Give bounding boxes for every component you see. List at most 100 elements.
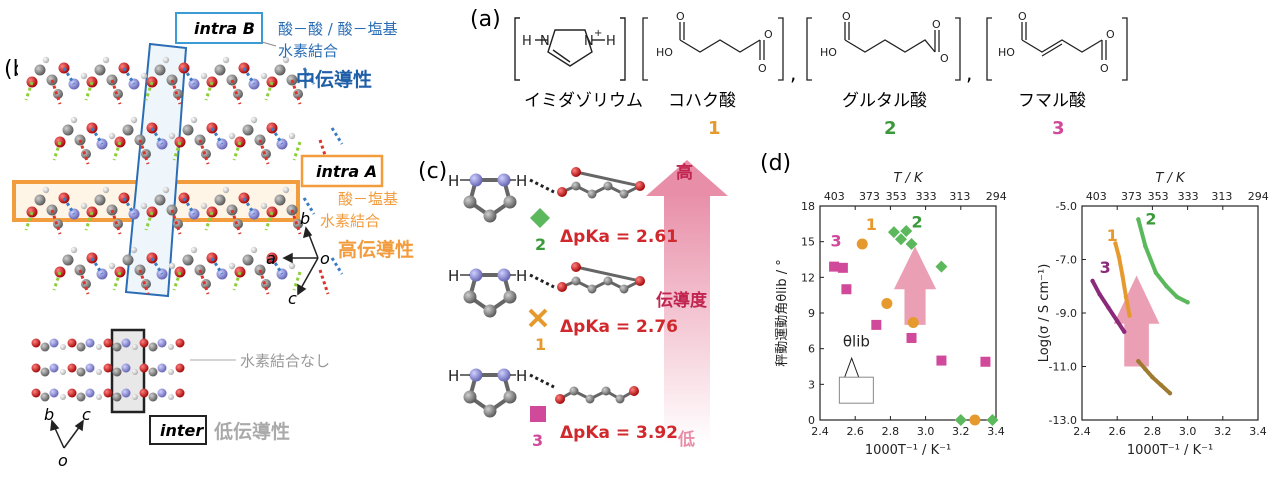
conductivity-label: 伝導度 [656,290,708,311]
y-tick-label: 9 [808,307,815,320]
intra-a-desc2: 水素結合 [320,212,380,230]
atom-C [62,124,74,136]
x-tick-label: 2.4 [811,425,829,438]
y-axis-label: 秤動運動角θlib / ° [775,259,790,367]
side-atom [112,367,122,377]
series-3-point [980,356,991,367]
atom-H [102,186,110,194]
atom-H [130,116,138,124]
y-axis-label: Log(σ / S cm⁻¹) [1037,264,1052,363]
series-1-point [969,414,981,426]
intra-b-desc2: 水素結合 [278,42,338,60]
series-2-point [986,414,999,426]
top-tick-label: 373 [1121,190,1142,203]
row1-dpka: ΔpKa = 2.61 [560,227,678,247]
side-atom [60,394,66,400]
side-atom [121,363,131,373]
side-atom [31,388,41,398]
side-atom [103,363,113,373]
hbond-line [50,79,62,105]
atom-H [222,56,230,64]
svg-text:O: O [1018,10,1027,23]
series-1-point [1116,254,1122,260]
row2-number: 1 [535,335,546,354]
h-label: H [516,267,527,285]
acid-2-number: 2 [884,118,897,139]
acid-3-square-marker [530,406,546,422]
series-2-point [1185,300,1190,305]
series-extra-point [1136,358,1141,364]
side-atom [40,392,50,402]
high-label: 高 [676,162,693,183]
svg-text:O: O [1106,28,1115,41]
side-atom [148,342,158,352]
hbond-line [318,269,330,295]
panel-label-d: (d) [760,151,791,176]
hbond-line [170,209,182,235]
atom-C [182,254,194,266]
top-tick-label: 353 [1148,190,1169,203]
h-label: H [516,367,527,385]
fumarate-structure: HO O O O [986,10,1128,81]
hbond-line [258,269,270,295]
acid-3-number: 3 [1052,118,1065,139]
atom-C [182,124,194,136]
svg-text:O: O [676,10,685,23]
x-tick-label: 3.4 [1249,425,1267,438]
chain-atom [571,276,581,286]
row1-number: 2 [535,235,546,254]
hbond-dashed [529,373,555,389]
side-atom [96,344,102,350]
series-label-2: 2 [1145,210,1156,229]
series-2-point [935,260,948,273]
chain-atom [585,394,595,404]
side-atom [85,338,95,348]
svg-text:HO: HO [998,46,1015,59]
atom-H [108,262,116,270]
side-atom [157,388,167,398]
atom-H [162,56,170,64]
side-atom [67,338,77,348]
h-label: H [448,172,459,190]
ring-atom [483,404,497,418]
intra-a-box [300,154,384,188]
row2-dpka: ΔpKa = 2.76 [560,317,678,337]
series-2-point [1143,243,1148,249]
x-tick-label: 2.8 [1144,425,1162,438]
atom-H [70,246,78,254]
chain-atom [557,282,567,292]
x-tick-label: 3.0 [1179,425,1197,438]
chain-atom [635,181,645,191]
y-tick-label: 18 [801,200,815,213]
hbond-dashed [529,178,555,194]
x-axis-label: 1000T⁻¹ / K⁻¹ [865,443,951,458]
atom-H [140,72,148,80]
chain-atom [571,181,581,191]
atom-C [34,64,46,76]
side-atom [60,369,66,375]
chain-atom [555,394,565,404]
x-axis-label: 1000T⁻¹ / K⁻¹ [1127,443,1213,458]
side-atom [148,392,158,402]
atom-C [274,194,286,206]
side-atom [168,394,174,400]
series-1-point [1123,294,1129,300]
ring-atom [497,368,511,382]
ring-atom [503,195,517,209]
chain-bond [575,170,641,188]
series-3-point [871,319,882,330]
x-tick-label: 3.2 [1214,425,1232,438]
hbond-line [258,139,270,165]
ring-atom [497,173,511,187]
chain-atom [619,189,629,199]
side-atom [175,388,185,398]
series-1-point [1120,273,1125,278]
side-atom [168,344,174,350]
series-3-point [1097,292,1102,297]
side-atom [157,338,167,348]
increase-arrow [1113,275,1160,367]
atom-C [274,64,286,76]
top-tick-label: 294 [986,190,1007,203]
top-tick-label: 313 [1211,190,1232,203]
axis2-b-label: b [44,405,54,424]
